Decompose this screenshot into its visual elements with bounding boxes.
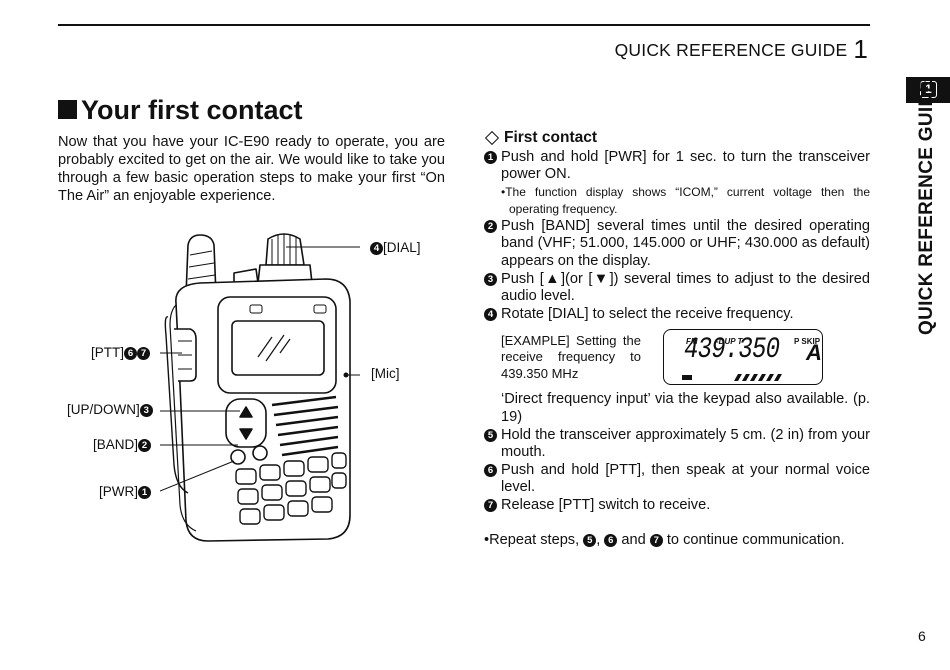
pwr-label: [PWR]1 [99,484,151,499]
updown-label: [UP/DOWN]3 [67,402,153,417]
section-title-text: Your first contact [81,95,303,125]
first-contact-heading-text: First contact [504,129,598,146]
ptt-label-text: [PTT] [91,345,124,360]
intro-paragraph: Now that you have your IC-E90 ready to o… [58,134,445,204]
step-number: 7 [484,498,497,512]
header-number: 1 [853,34,868,64]
lcd-dup: -DUP T [716,337,743,347]
direct-input-note: ‘Direct frequency input’ via the keypad … [501,391,870,425]
step-text: Push [▲](or [▼]) several times to adjust… [501,270,870,305]
dial-label-text: [DIAL] [383,240,421,255]
side-title: QUICK REFERENCE GUIDE [916,79,937,335]
step-6-marker: 6 [604,533,618,547]
step-text: Push and hold [PWR] for 1 sec. to turn t… [501,148,870,183]
step-text: Rotate [DIAL] to select the receive freq… [501,305,794,322]
step-3: 3 Push [▲](or [▼]) several times to adjus… [484,271,870,306]
step-text: Push and hold [PTT], then speak at your … [501,461,870,496]
step-text: Hold the transceiver approximately 5 cm.… [501,426,870,461]
repeat-note: •Repeat steps, 5, 6 and 7 to continue co… [484,532,870,550]
transceiver-illustration [160,233,360,542]
step-1-marker: 1 [138,486,151,499]
first-contact-heading: First contact [484,129,870,147]
step-number: 1 [484,150,497,164]
step-5: 5 Hold the transceiver approximately 5 cm… [484,427,870,462]
step-7: 7 Release [PTT] switch to receive. [484,497,870,515]
step-6-marker: 6 [124,347,137,360]
step-5-marker: 5 [583,533,597,547]
step-3-marker: 3 [139,404,153,417]
repeat-text: to continue communication. [662,531,845,548]
top-rule [58,24,870,26]
lcd-mode: FM [686,337,698,347]
lcd-pskip: P SKIP [794,337,821,347]
section-title: Your first contact [58,95,303,126]
page-number: 6 [918,628,926,644]
lcd-frequency: 439.350 [684,333,780,368]
step-2-marker: 2 [138,439,152,452]
updown-label-text: [UP/DOWN] [67,402,140,417]
diamond-icon [484,130,500,145]
step-number: 2 [484,219,497,233]
step-number: 4 [484,307,497,321]
step-text: Push [BAND] several times until the desi… [501,217,870,269]
step-4-marker: 4 [370,242,383,255]
band-label: [BAND]2 [93,437,152,452]
lcd-display: FM -DUP T P SKIP 439.350 A [663,329,823,386]
header-title: QUICK REFERENCE GUIDE [614,40,848,60]
step-6: 6 Push and hold [PTT], then speak at your… [484,462,870,497]
repeat-text: and [617,531,650,548]
dial-label: 4[DIAL] [370,240,421,255]
pwr-label-text: [PWR] [99,484,138,499]
step-number: 5 [484,428,497,442]
lcd-memory: A [806,340,822,366]
step-2: 2 Push [BAND] several times until the des… [484,218,870,271]
mic-label: [Mic] [371,366,400,381]
step-4: 4 Rotate [DIAL] to select the receive fre… [484,306,870,324]
lcd-signal-meter-icon [682,374,782,382]
step-number: 3 [484,272,497,286]
repeat-text: •Repeat steps, [484,531,584,548]
side-tab: 1 [906,77,950,103]
band-label-text: [BAND] [93,437,139,452]
step-7-marker: 7 [137,347,150,360]
step-number: 6 [484,463,497,477]
first-contact-section: First contact 1 Push and hold [PWR] for 1… [484,129,870,549]
example-caption: [EXAMPLE] Setting the receive frequency … [501,332,641,381]
example-block: [EXAMPLE] Setting the receive frequency … [501,329,870,386]
step-1-note: •The function display shows “ICOM,” curr… [501,184,870,216]
step-text: Release [PTT] switch to receive. [501,496,711,513]
square-bullet-icon [58,100,77,119]
side-tab-number: 1 [920,81,937,98]
step-7-marker: 7 [649,533,663,547]
repeat-text: , [596,531,605,548]
step-1: 1 Push and hold [PWR] for 1 sec. to turn … [484,149,870,184]
